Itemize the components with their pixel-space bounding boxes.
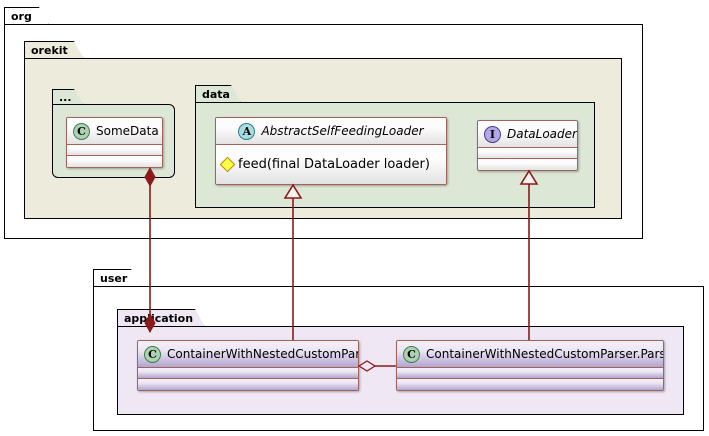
class-container-attributes [138, 368, 358, 379]
class-some-data-attributes [67, 145, 162, 156]
class-abstract-self-feeding-loader-header: A AbstractSelfFeedingLoader [216, 118, 446, 145]
class-data-loader[interactable]: I DataLoader [477, 120, 578, 171]
package-user-label: user [100, 272, 128, 285]
class-data-loader-methods [478, 159, 577, 170]
class-parser-methods [397, 379, 663, 390]
package-org-tab: org [4, 7, 49, 25]
class-parser-header: C ContainerWithNestedCustomParser.Parser [397, 341, 663, 368]
class-container-methods [138, 379, 358, 390]
class-parser-attributes [397, 368, 663, 379]
class-abstract-self-feeding-loader-title: AbstractSelfFeedingLoader [261, 124, 424, 138]
class-stereotype-icon: C [144, 345, 161, 363]
class-some-data-methods [67, 156, 162, 167]
class-data-loader-header: I DataLoader [478, 121, 577, 148]
interface-stereotype-icon: I [484, 125, 501, 143]
class-container-with-nested-custom-parser[interactable]: C ContainerWithNestedCustomParser [137, 340, 359, 391]
package-orekit-tab: orekit [24, 41, 84, 59]
class-stereotype-icon: C [403, 345, 420, 363]
protected-visibility-icon [219, 156, 236, 173]
class-container-with-nested-custom-parser-parser[interactable]: C ContainerWithNestedCustomParser.Parser [396, 340, 664, 391]
package-org-label: org [11, 10, 32, 23]
class-container-title: ContainerWithNestedCustomParser [167, 347, 359, 361]
class-abstract-self-feeding-loader[interactable]: A AbstractSelfFeedingLoader feed(final D… [215, 117, 447, 185]
class-some-data-title: SomeData [96, 124, 159, 138]
abstract-stereotype-icon: A [238, 122, 256, 140]
class-some-data-header: C SomeData [67, 118, 162, 145]
package-data-label: data [202, 88, 230, 101]
package-data-tab: data [195, 85, 241, 103]
package-ellipsis-label: ... [59, 91, 72, 104]
package-application-label: application [124, 312, 194, 325]
class-data-loader-title: DataLoader [507, 127, 577, 141]
method-feed-signature: feed(final DataLoader loader) [238, 157, 430, 172]
package-user-tab: user [93, 269, 141, 287]
class-container-header: C ContainerWithNestedCustomParser [138, 341, 358, 368]
class-data-loader-attributes [478, 148, 577, 159]
method-feed: feed(final DataLoader loader) [216, 145, 446, 184]
package-orekit-label: orekit [31, 44, 68, 57]
package-application-tab: application [117, 309, 205, 327]
class-stereotype-icon: C [73, 122, 90, 140]
package-ellipsis-tab: ... [52, 89, 84, 105]
class-parser-title: ContainerWithNestedCustomParser.Parser [426, 347, 664, 361]
class-some-data[interactable]: C SomeData [66, 117, 163, 168]
